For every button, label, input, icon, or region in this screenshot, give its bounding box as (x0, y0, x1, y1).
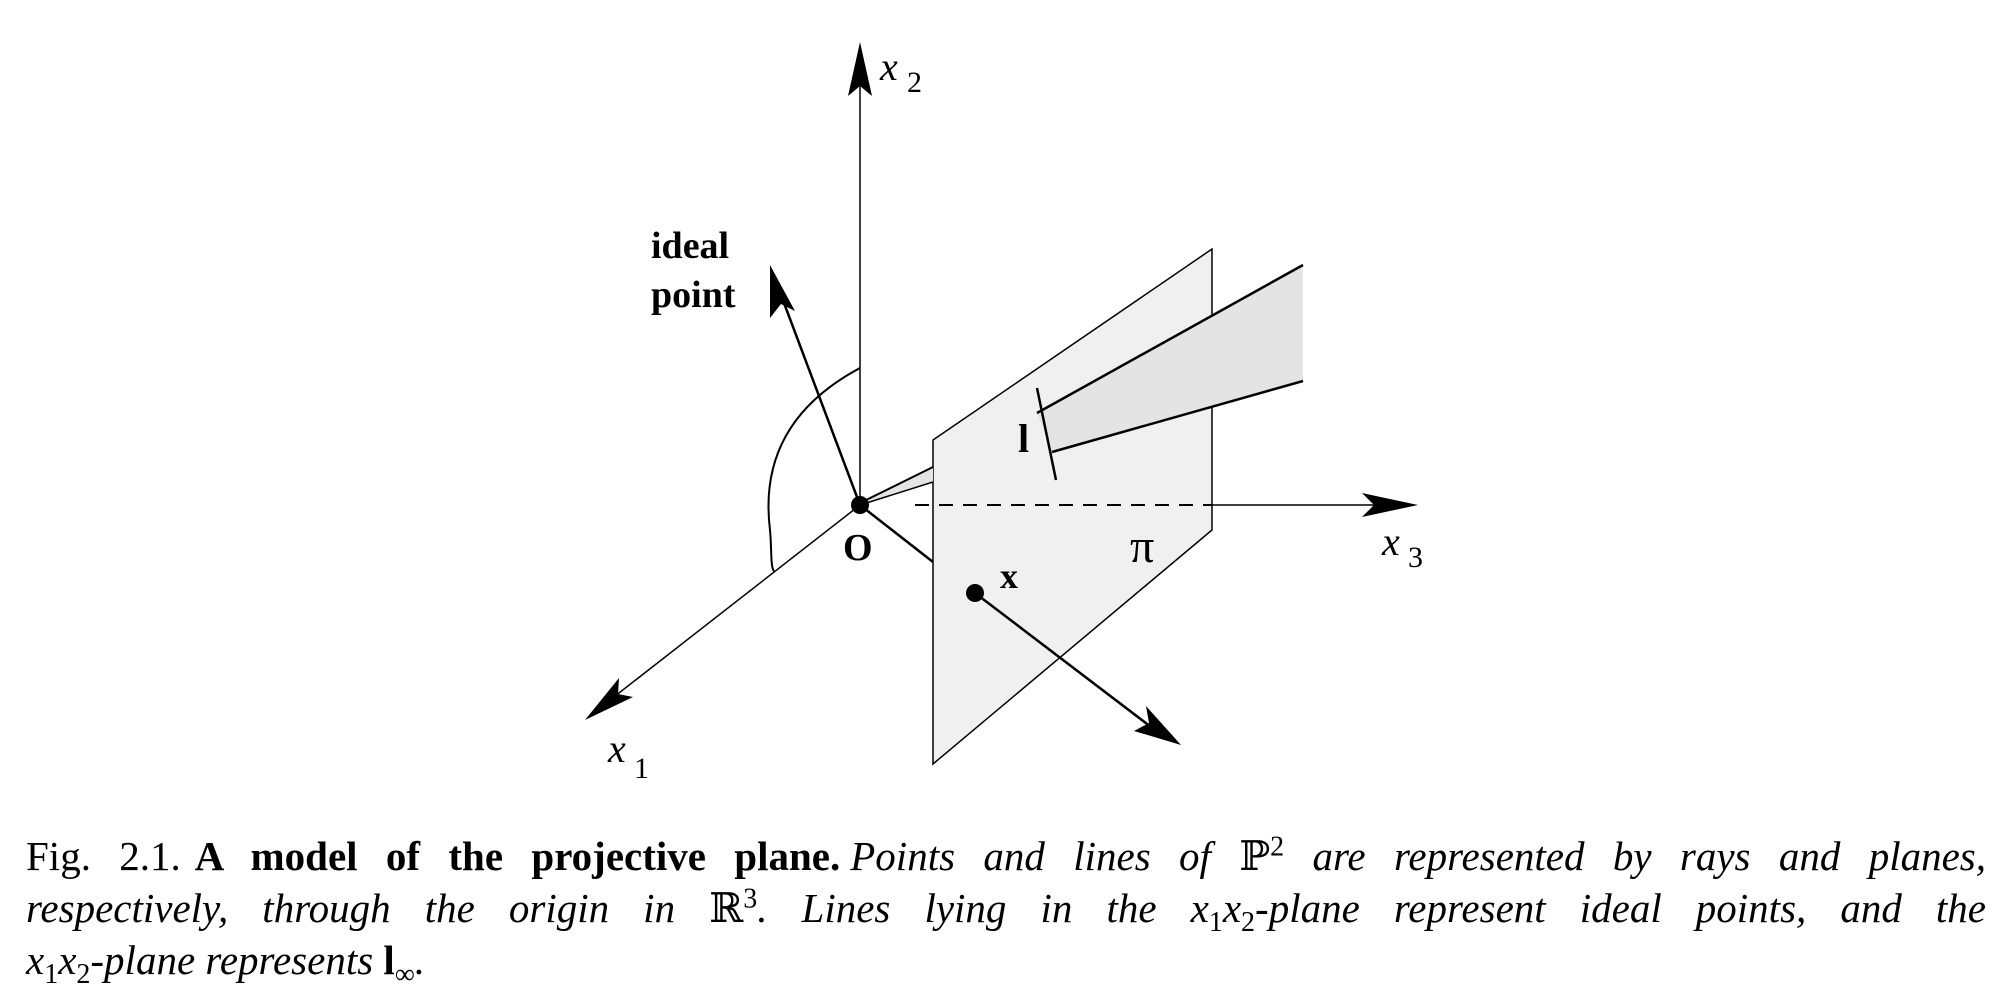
figure-number: Fig. 2.1. (26, 833, 181, 879)
caption-line-3: x1x2-plane represents l∞. (26, 934, 1986, 989)
caption-text-1b: are represented by rays and planes, (1284, 833, 1986, 879)
caption-text-2a: respectively, through the origin in (26, 885, 710, 931)
point-x-label: x (1000, 556, 1018, 596)
ideal-point-label-line2: point (651, 274, 736, 316)
origin-to-plane-segment (859, 504, 934, 563)
wedge-lower-edge (1051, 379, 1304, 454)
caption-text-3-end: . (414, 937, 426, 983)
plane-pi-label: π (1130, 520, 1154, 573)
point-x (966, 584, 984, 602)
projective-plane-diagram: x 2 x 3 x 1 O ideal point l π x (585, 42, 1423, 785)
line-l-label: l (1018, 416, 1029, 461)
ideal-point-ray (779, 294, 862, 506)
symbol-line-at-infinity: l (383, 937, 395, 983)
caption-line-1: Fig. 2.1. A model of the projective plane… (26, 830, 1986, 882)
sub-2: 2 (1241, 907, 1256, 939)
sub-infinity: ∞ (394, 959, 415, 991)
superscript-3: 3 (743, 883, 758, 915)
x2-axis-label-sub: 2 (907, 66, 922, 99)
x1-axis-arrowhead (585, 678, 633, 720)
plane-pi (932, 247, 1213, 766)
caption-title: A model of the projective plane. (194, 833, 841, 879)
caption-text-3a: -plane represents (90, 937, 384, 983)
line-plane-wedge-far (1037, 265, 1303, 452)
math-x2-line3: x (58, 937, 77, 983)
figure-caption: Fig. 2.1. A model of the projective plane… (26, 830, 1987, 989)
sub-1-line3: 1 (44, 959, 59, 991)
caption-text-2b: . Lines lying in the (757, 885, 1191, 931)
point-x-ray (974, 592, 1156, 731)
symbol-projective-plane: ℙ (1239, 833, 1271, 879)
symbol-real-space: ℝ (709, 885, 744, 931)
x2-axis-arrowhead (848, 42, 872, 96)
math-x1-line3: x (26, 937, 45, 983)
origin-point (851, 496, 869, 514)
x1-axis-label: x (607, 726, 626, 771)
wedge-upper-edge (1036, 263, 1304, 415)
sub-1: 1 (1208, 907, 1223, 939)
caption-line-2: respectively, through the origin in ℝ3. … (26, 882, 1987, 937)
math-x2: x (1222, 885, 1242, 931)
x1x2-plane-arc (767, 367, 861, 573)
origin-label: O (843, 527, 873, 569)
ideal-point-arrowhead (770, 265, 795, 318)
x3-axis-label-sub: 3 (1408, 541, 1423, 574)
ideal-point-label-line1: ideal (651, 225, 729, 267)
superscript-2: 2 (1270, 831, 1285, 863)
caption-text-1a: Points and lines of (850, 833, 1240, 879)
x1-axis (609, 504, 861, 701)
x1-axis-label-sub: 1 (634, 752, 649, 785)
point-x-ray-arrowhead (1134, 706, 1181, 745)
sub-2-line3: 2 (76, 959, 91, 991)
wedge-near-upper-edge (859, 466, 934, 504)
x3-axis-label: x (1381, 519, 1400, 564)
x2-axis-label: x (879, 44, 898, 89)
caption-text-2c: -plane represent ideal points, and the (1255, 885, 1987, 931)
x3-axis-arrowhead (1362, 493, 1418, 517)
wedge-near-lower-edge (859, 481, 934, 506)
math-x1: x (1190, 885, 1209, 931)
line-l (1035, 387, 1058, 481)
